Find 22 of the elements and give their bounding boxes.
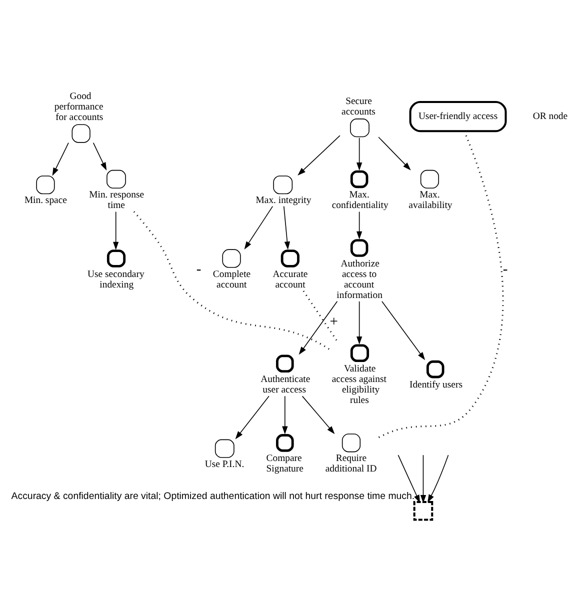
edge-label: -: [196, 260, 202, 277]
node-label: Min. response time: [89, 188, 144, 211]
node-label: Max. confidentiality: [332, 188, 388, 211]
node-label: Validate access against eligibility rules: [332, 362, 386, 406]
node-label: Use secondary indexing: [88, 268, 144, 290]
node-label: Require additional ID: [325, 452, 377, 474]
node-label: Min. space: [24, 194, 67, 206]
node-label: Accuracy & confidentiality are vital; Optimized authentication will not hurt response time much.: [11, 490, 415, 502]
edge-label: -: [502, 260, 508, 277]
edge-label: +: [330, 313, 338, 330]
node-label: Use P.I.N.: [204, 458, 244, 470]
node-label: Authorize access to account information: [336, 258, 382, 300]
node-label: Max. availability: [408, 188, 452, 211]
node-label: Accurate account: [272, 268, 308, 290]
node-label: Complete account: [212, 268, 251, 290]
node-label: Authenticate user access: [260, 373, 310, 395]
node-label: Secure accounts: [342, 96, 376, 118]
node-label: Identify users: [409, 379, 462, 390]
node-label: Max. integrity: [256, 194, 312, 206]
label: OR node: [532, 110, 568, 122]
node-label: Good performance for accounts: [54, 90, 104, 123]
node-label: Compare Signature: [266, 452, 304, 474]
